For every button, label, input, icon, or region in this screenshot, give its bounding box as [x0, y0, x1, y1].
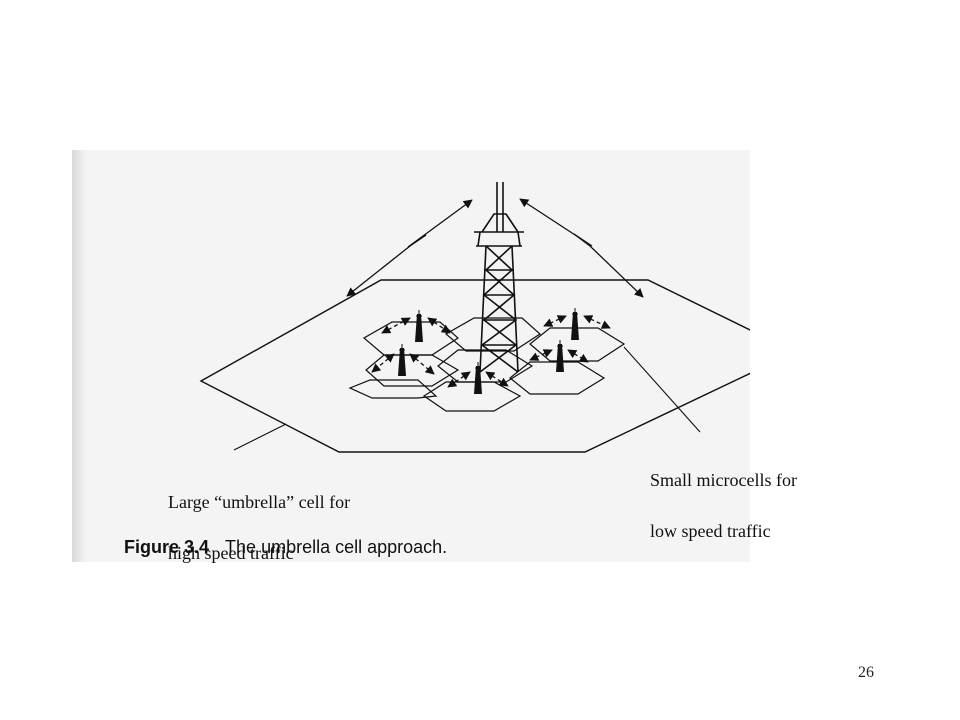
- leader-line-umbrella: [233, 423, 287, 451]
- umbrella-cell-diagram: [199, 182, 750, 453]
- umbrella-cell-hexagon: [199, 279, 750, 453]
- microcells-label: Small microcells for low speed traffic: [650, 438, 797, 574]
- microcell-hexagon: [362, 321, 459, 356]
- microcells-label-line-2: low speed traffic: [650, 521, 771, 541]
- microcell-hexagon: [348, 379, 438, 399]
- figure-caption-text: The umbrella cell approach.: [225, 537, 448, 557]
- microcell-hexagon: [422, 381, 522, 412]
- microcell-antenna-icon: [397, 343, 407, 377]
- umbrella-cell-label: Large “umbrella” cell for high speed tra…: [168, 460, 350, 596]
- lattice-tower-icon: [474, 182, 524, 373]
- figure-number: Figure 3.4: [124, 537, 210, 557]
- microcells-label-line-1: Small microcells for: [650, 470, 797, 490]
- page-binding-shadow: [72, 150, 86, 562]
- microcell-radio-links: [371, 315, 611, 388]
- umbrella-label-line-2: high speed traffic: [168, 543, 294, 563]
- leader-line-microcells: [623, 346, 701, 433]
- link-arrow-left-down: [346, 234, 427, 297]
- page-number: 26: [858, 664, 874, 681]
- link-arrow-left-up: [407, 199, 473, 248]
- figure-caption: Figure 3.4 The umbrella cell approach.: [104, 516, 447, 579]
- microcell-antenna-icon: [570, 307, 580, 341]
- microcell-antenna-icon: [414, 309, 424, 343]
- umbrella-radio-links: [346, 198, 644, 298]
- link-arrow-right-down: [573, 233, 644, 298]
- microcell-hexagon: [444, 317, 541, 352]
- umbrella-label-line-1: Large “umbrella” cell for: [168, 492, 351, 512]
- microcell-antenna-icon: [555, 339, 565, 373]
- microcell-hexagons: [348, 317, 626, 412]
